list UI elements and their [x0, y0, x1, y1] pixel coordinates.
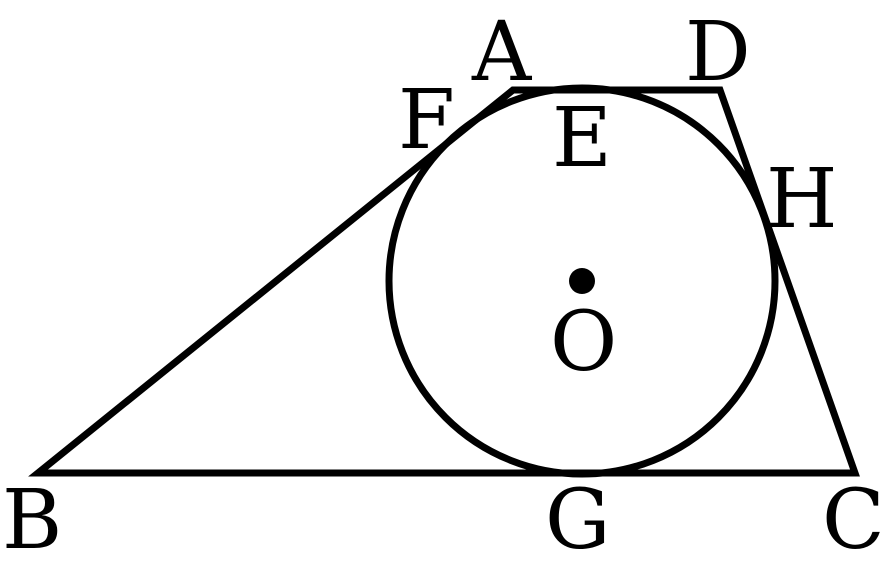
- label-h: H: [766, 152, 838, 247]
- label-a: A: [471, 5, 533, 100]
- trapezoid-abcd: [28, 86, 860, 477]
- label-e: E: [552, 91, 612, 186]
- label-g: G: [545, 473, 611, 568]
- label-f: F: [398, 73, 455, 168]
- label-d: D: [685, 5, 751, 100]
- incircle: [385, 84, 779, 478]
- label-o: O: [550, 295, 617, 390]
- label-c: C: [822, 473, 885, 568]
- label-b: B: [2, 473, 62, 568]
- center-point-o: [569, 268, 595, 294]
